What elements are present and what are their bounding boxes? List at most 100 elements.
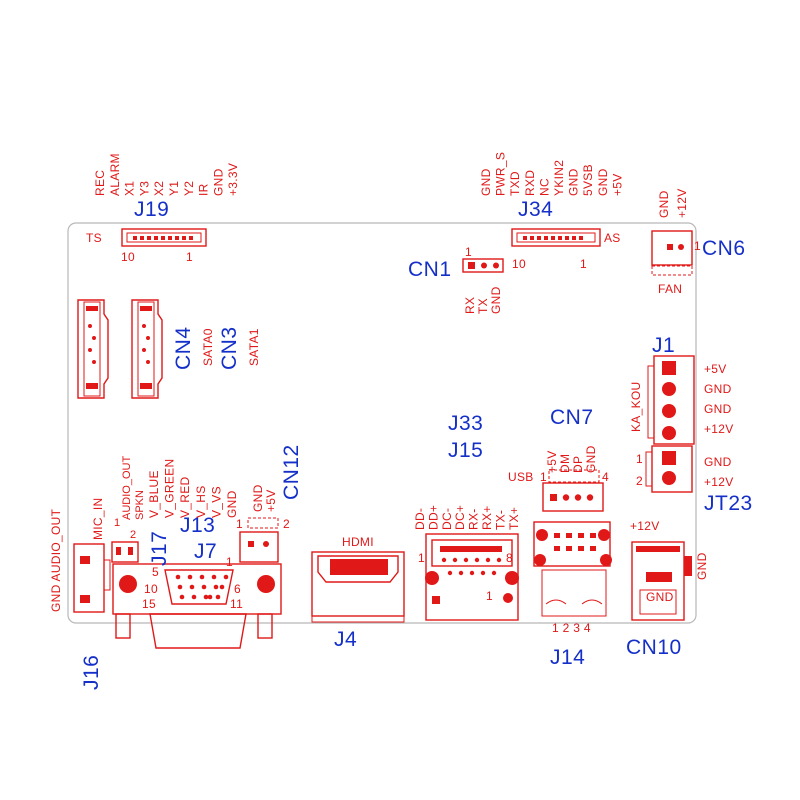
- j7-pin10-number: 10: [144, 582, 158, 596]
- j19-pins-pin-label: Y2: [182, 181, 196, 196]
- j7-pins-pin-label: V_RED: [178, 476, 192, 518]
- j34-ref: J34: [518, 198, 553, 221]
- j16-pin-labels: GND AUDIO_OUT MIC_IN: [49, 498, 105, 612]
- pcb-outline: [67, 222, 697, 624]
- cn7-pins-pin-label: GND: [584, 445, 598, 473]
- j7-ref: J7: [194, 540, 217, 563]
- j19-ts-label: TS: [86, 231, 102, 245]
- j7-pins-pin-label: V_GREEN: [163, 459, 177, 518]
- cn6-pin1-number: 1: [694, 239, 701, 253]
- cn10-12v-label: +12V: [630, 519, 660, 533]
- sata-cn4-connector: [77, 299, 109, 399]
- cn6-pin-labels: GND +12V: [657, 188, 689, 218]
- j13-ref: J13: [180, 514, 215, 537]
- cn7-pins-pin-label: DM: [558, 454, 572, 473]
- j34-pins-pin-label: GND: [479, 168, 493, 196]
- cn1-ref: CN1: [408, 258, 452, 281]
- j1-ref: J1: [652, 334, 675, 357]
- j33-ref: J33: [448, 412, 483, 435]
- j19-pins-pin-label: X1: [123, 181, 137, 196]
- j1-pins-pin-label: +12V: [704, 422, 734, 436]
- j14-pin-numbers: 1 2 3 4: [552, 621, 591, 635]
- lan-pins-pin-label: DC-: [440, 508, 454, 530]
- lan-pins-pin-label: RX-: [467, 508, 481, 530]
- j7-pins-pin-label: V_VS: [209, 486, 223, 518]
- jt23-pin1-number: 1: [636, 452, 643, 466]
- cn12-pins-pin-label: GND: [251, 484, 265, 512]
- cn1-pins-pin-label: GND: [489, 286, 503, 314]
- j16-ref: J16: [80, 655, 103, 690]
- lan-pins-pin-label: DC+: [453, 505, 467, 530]
- j16-mic-in-label: MIC_IN: [91, 498, 105, 540]
- cn3-ref: CN3: [218, 326, 241, 370]
- j19-pins-pin-label: Y3: [137, 181, 151, 196]
- j34-as-label: AS: [604, 231, 621, 245]
- jt23-pin-labels: GND +12V: [704, 455, 734, 489]
- usb-connector-j14: [533, 521, 612, 617]
- j7-pins-pin-label: V_HS: [194, 485, 208, 518]
- j7-pin15-number: 15: [142, 597, 156, 611]
- j34-pins-pin-label: +5V: [610, 173, 624, 196]
- lan-pins-pin-label: DD-: [413, 508, 427, 530]
- lan-pin-labels: DD-DD+DC-DC+RX-RX+TX-TX+: [413, 505, 521, 530]
- cn12-ref: CN12: [280, 444, 303, 500]
- cn6-pins-pin-label: GND: [657, 190, 671, 218]
- cn10-gnd-label: GND: [646, 590, 674, 604]
- j19-connector: [121, 228, 207, 247]
- j34-pins-pin-label: PWR_S: [494, 152, 508, 196]
- cn1-pins-pin-label: TX: [476, 298, 490, 314]
- j34-pins-pin-label: YKIN2: [552, 160, 566, 196]
- j19-pin-1-number: 1: [186, 250, 193, 264]
- lan-pin8-number: 8: [506, 551, 513, 565]
- j1-pins-pin-label: +5V: [704, 362, 727, 376]
- j34-connector: [511, 228, 601, 247]
- j34-pin-10-number: 10: [512, 257, 526, 271]
- j17-pins-pin-label: AUDIO_OUT: [121, 456, 133, 520]
- hdmi-connector-j4: [311, 551, 405, 623]
- cn7-pin4-number: 4: [602, 470, 609, 484]
- lan-pins-pin-label: DD+: [426, 505, 440, 530]
- cn10-gnd-side-label: GND: [695, 552, 709, 580]
- cn6-connector: [651, 230, 693, 266]
- j7-pins-pin-label: V_BLUE: [147, 470, 161, 518]
- jt23-pins-pin-label: GND: [704, 455, 732, 469]
- j34-pins-pin-label: 5VSB: [581, 164, 595, 196]
- lan-pin1-number: 1: [418, 551, 425, 565]
- j19-pins-row: [133, 236, 193, 240]
- j19-pins-pin-label: REC: [93, 170, 107, 196]
- j34-pin-1-number: 1: [580, 257, 587, 271]
- j15-ref: J15: [448, 439, 483, 462]
- j19-pins-pin-label: Y1: [167, 181, 181, 196]
- j7-pin5-number: 5: [152, 565, 159, 579]
- cn7-connector: [548, 469, 600, 483]
- lan-pins-pin-label: TX-: [493, 510, 507, 530]
- sata-cn3-connector: [131, 299, 163, 399]
- cn6-ref: CN6: [702, 237, 746, 260]
- j17-pin2-number: 2: [130, 529, 136, 541]
- j7-pin11-number: 11: [230, 597, 243, 611]
- j7-pins-pin-label: GND: [225, 490, 239, 518]
- j17-pins-pin-label: SPKN: [134, 490, 146, 520]
- cn1-connector: [462, 258, 504, 273]
- j17-ref: J17: [148, 531, 171, 566]
- j19-pins-pin-label: X2: [152, 181, 166, 196]
- cn7-pins-pin-label: DP: [571, 456, 585, 473]
- cn6-pins-pin-label: +12V: [675, 188, 689, 218]
- j7-pin6-number: 6: [234, 582, 241, 596]
- cn4-sata0-label: SATA0: [201, 328, 215, 366]
- cn7-body: [542, 482, 604, 512]
- rj45-connector: [425, 533, 519, 621]
- j34-pins-pin-label: RXD: [523, 170, 537, 196]
- jt23-pins-pin-label: +12V: [704, 475, 734, 489]
- cn7-pins-pin-label: +5V: [545, 450, 559, 473]
- cn3-sata1-label: SATA1: [247, 328, 261, 366]
- j16-pins-pin-label: GND AUDIO_OUT: [49, 508, 63, 612]
- cn12-pin2-number: 2: [283, 517, 290, 531]
- cn1-pins-pin-label: RX: [463, 297, 477, 314]
